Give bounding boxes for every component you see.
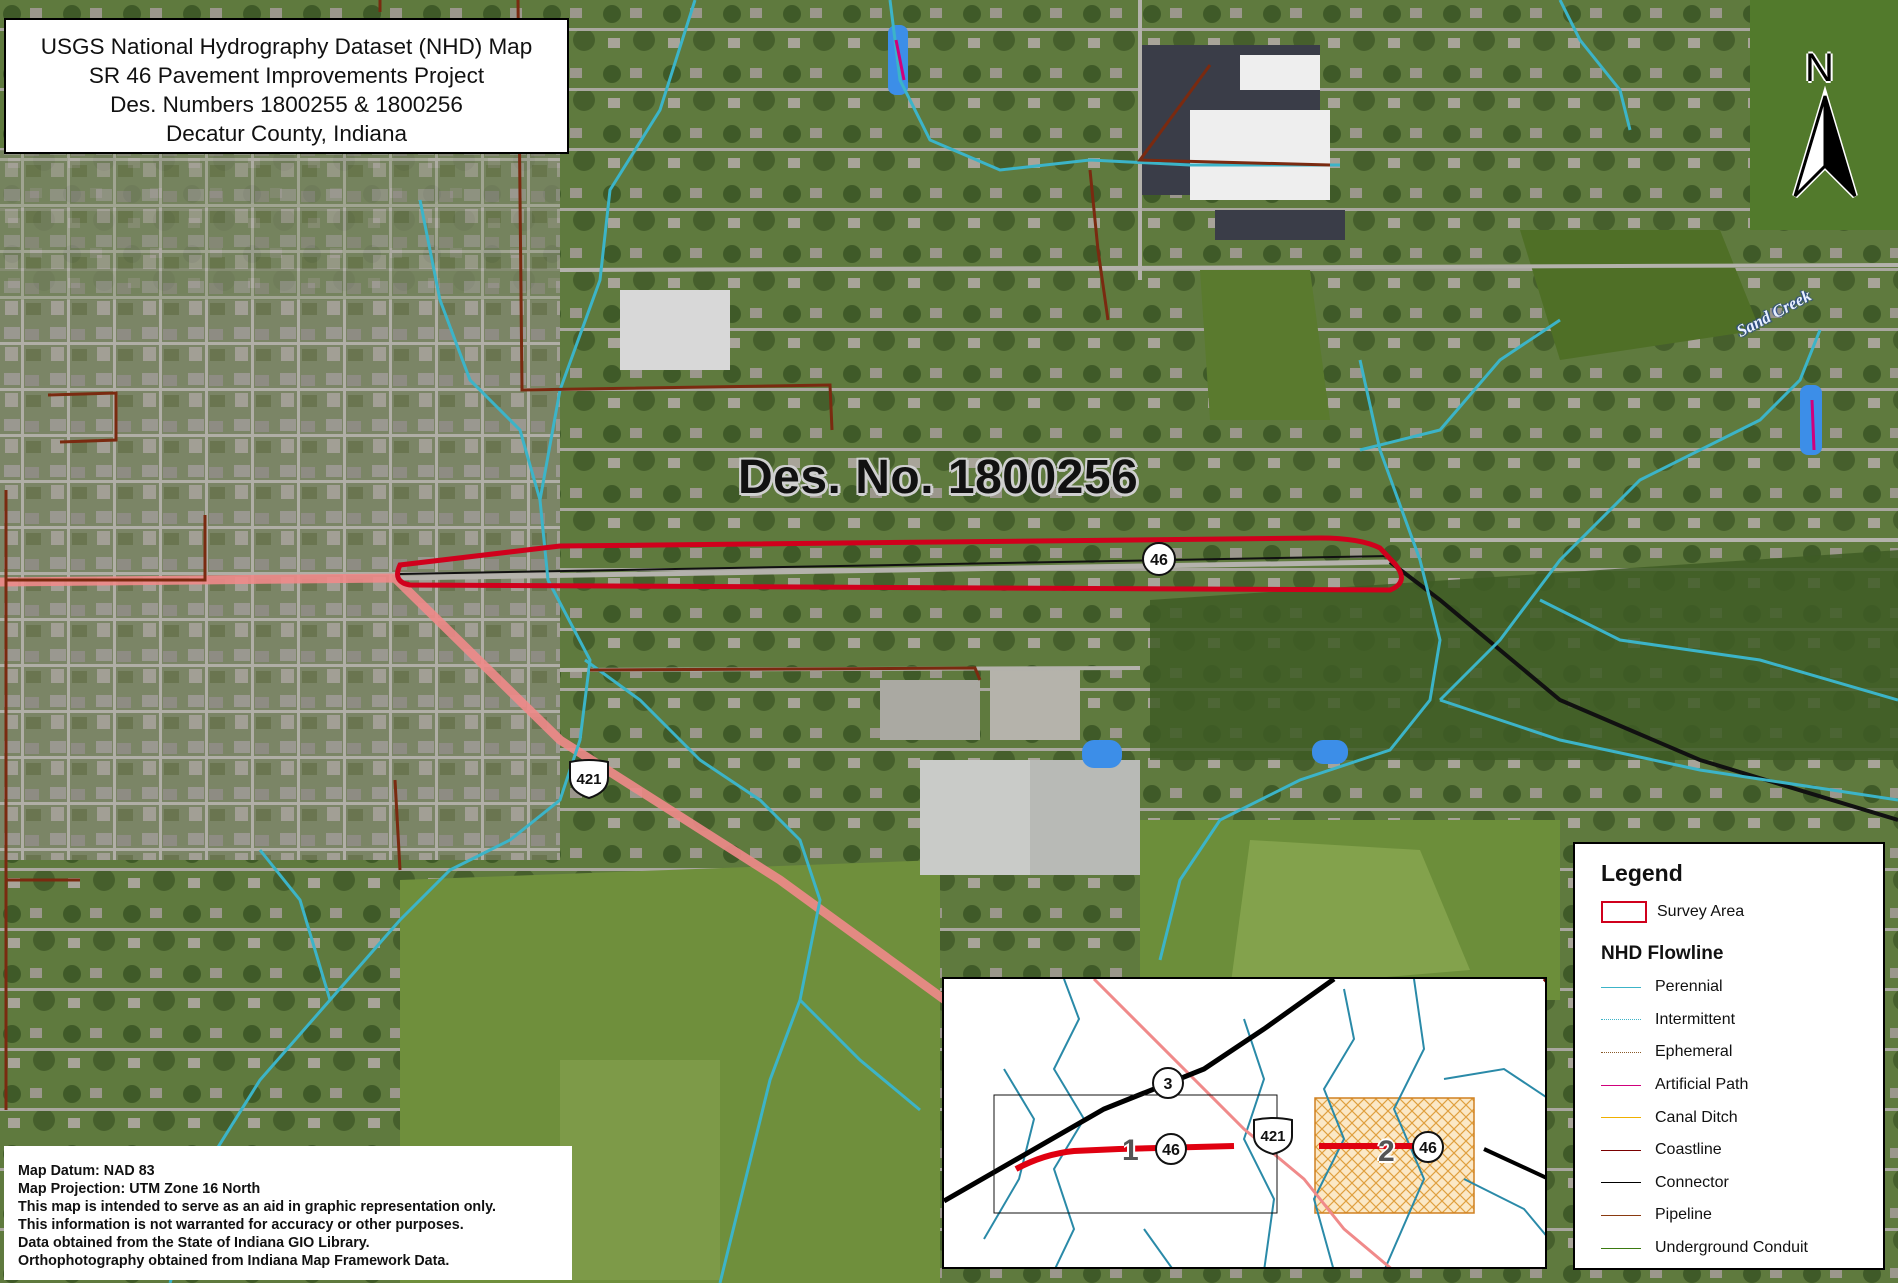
flowline-label: Connector (1655, 1173, 1729, 1191)
legend-title: Legend (1601, 860, 1683, 886)
flowline-label: Canal Ditch (1655, 1108, 1738, 1126)
flowline-label: Ephemeral (1655, 1043, 1733, 1061)
title-line-4: Decatur County, Indiana (166, 121, 407, 146)
legend-flowline-item: Connector (1601, 1167, 1869, 1200)
survey-area-swatch (1601, 901, 1647, 923)
us421-shield-icon: 421 (569, 759, 609, 800)
legend-flowline-item: Underground Conduit (1601, 1232, 1869, 1265)
flowline-swatch (1601, 1182, 1641, 1184)
inset-sr46b-label: 46 (1419, 1140, 1437, 1157)
flowline-swatch (1601, 1247, 1641, 1249)
flowline-label: Intermittent (1655, 1010, 1736, 1028)
inset-us421-shield-icon: 421 (1253, 1117, 1293, 1156)
north-arrow-icon (1792, 85, 1858, 199)
inset-area-2-label: 2 (1378, 1135, 1395, 1168)
map-legend: Legend Survey Area NHD Flowline Perennia… (1573, 842, 1885, 1270)
flowline-swatch (1601, 986, 1641, 988)
title-line-1: USGS National Hydrography Dataset (NHD) … (40, 34, 533, 59)
flowline-swatch (1601, 1084, 1641, 1086)
north-label: N (1805, 46, 1834, 90)
inset-map-graphic (944, 979, 1545, 1267)
flowline-swatch (1601, 1117, 1641, 1119)
flowline-swatch (1601, 1149, 1641, 1151)
flowline-label: Pipeline (1655, 1206, 1712, 1224)
legend-flowline-item: Artificial Path (1601, 1069, 1869, 1102)
inset-us421-label: 421 (1260, 1128, 1285, 1145)
title-line-2: SR 46 Pavement Improvements Project (88, 63, 485, 88)
info-line-2: Map Projection: UTM Zone 16 North (18, 1181, 261, 1197)
map-title-box: USGS National Hydrography Dataset (NHD) … (4, 18, 569, 154)
flowline-swatch (1601, 1214, 1641, 1216)
legend-flowline-item: Canal Ditch (1601, 1101, 1869, 1134)
legend-flowline-item: Ephemeral (1601, 1036, 1869, 1069)
map-info-box: Map Datum: NAD 83 Map Projection: UTM Zo… (4, 1146, 572, 1280)
inset-map: 3 46 46 421 1 2 (942, 977, 1547, 1269)
des-number-label: Des. No. 1800256 (738, 451, 1139, 504)
info-line-1: Map Datum: NAD 83 (18, 1163, 155, 1179)
legend-flowline-item: Perennial (1601, 971, 1869, 1004)
title-line-3: Des. Numbers 1800255 & 1800256 (110, 92, 463, 117)
flowline-label: Perennial (1655, 978, 1723, 996)
us421-label: 421 (576, 771, 601, 788)
legend-flowline-item: Pipeline (1601, 1199, 1869, 1232)
flowline-label: Underground Conduit (1655, 1239, 1808, 1257)
inset-route3-shield-icon: 3 (1152, 1067, 1184, 1099)
flowline-swatch (1601, 1051, 1641, 1053)
legend-nhd-title: NHD Flowline (1601, 943, 1724, 964)
inset-sr46a-label: 46 (1162, 1142, 1180, 1159)
info-line-5: Data obtained from the State of Indiana … (18, 1235, 370, 1251)
info-line-6: Orthophotography obtained from Indiana M… (18, 1253, 450, 1269)
inset-sr46b-shield-icon: 46 (1412, 1131, 1444, 1163)
info-line-3: This map is intended to serve as an aid … (18, 1199, 497, 1215)
legend-flowline-item: Intermittent (1601, 1004, 1869, 1037)
survey-area-label: Survey Area (1657, 903, 1745, 920)
inset-route3-label: 3 (1164, 1076, 1173, 1093)
legend-flowline-item: Coastline (1601, 1134, 1869, 1167)
sr46-shield-icon: 46 (1142, 542, 1176, 576)
flowline-label: Coastline (1655, 1141, 1722, 1159)
inset-area-1-label: 1 (1122, 1134, 1139, 1167)
legend-survey-area: Survey Area (1601, 901, 1869, 923)
flowline-swatch (1601, 1019, 1641, 1021)
sr46-label: 46 (1150, 552, 1168, 569)
info-line-4: This information is not warranted for ac… (18, 1217, 464, 1233)
flowline-label: Artificial Path (1655, 1076, 1749, 1094)
inset-sr46a-shield-icon: 46 (1155, 1133, 1187, 1165)
